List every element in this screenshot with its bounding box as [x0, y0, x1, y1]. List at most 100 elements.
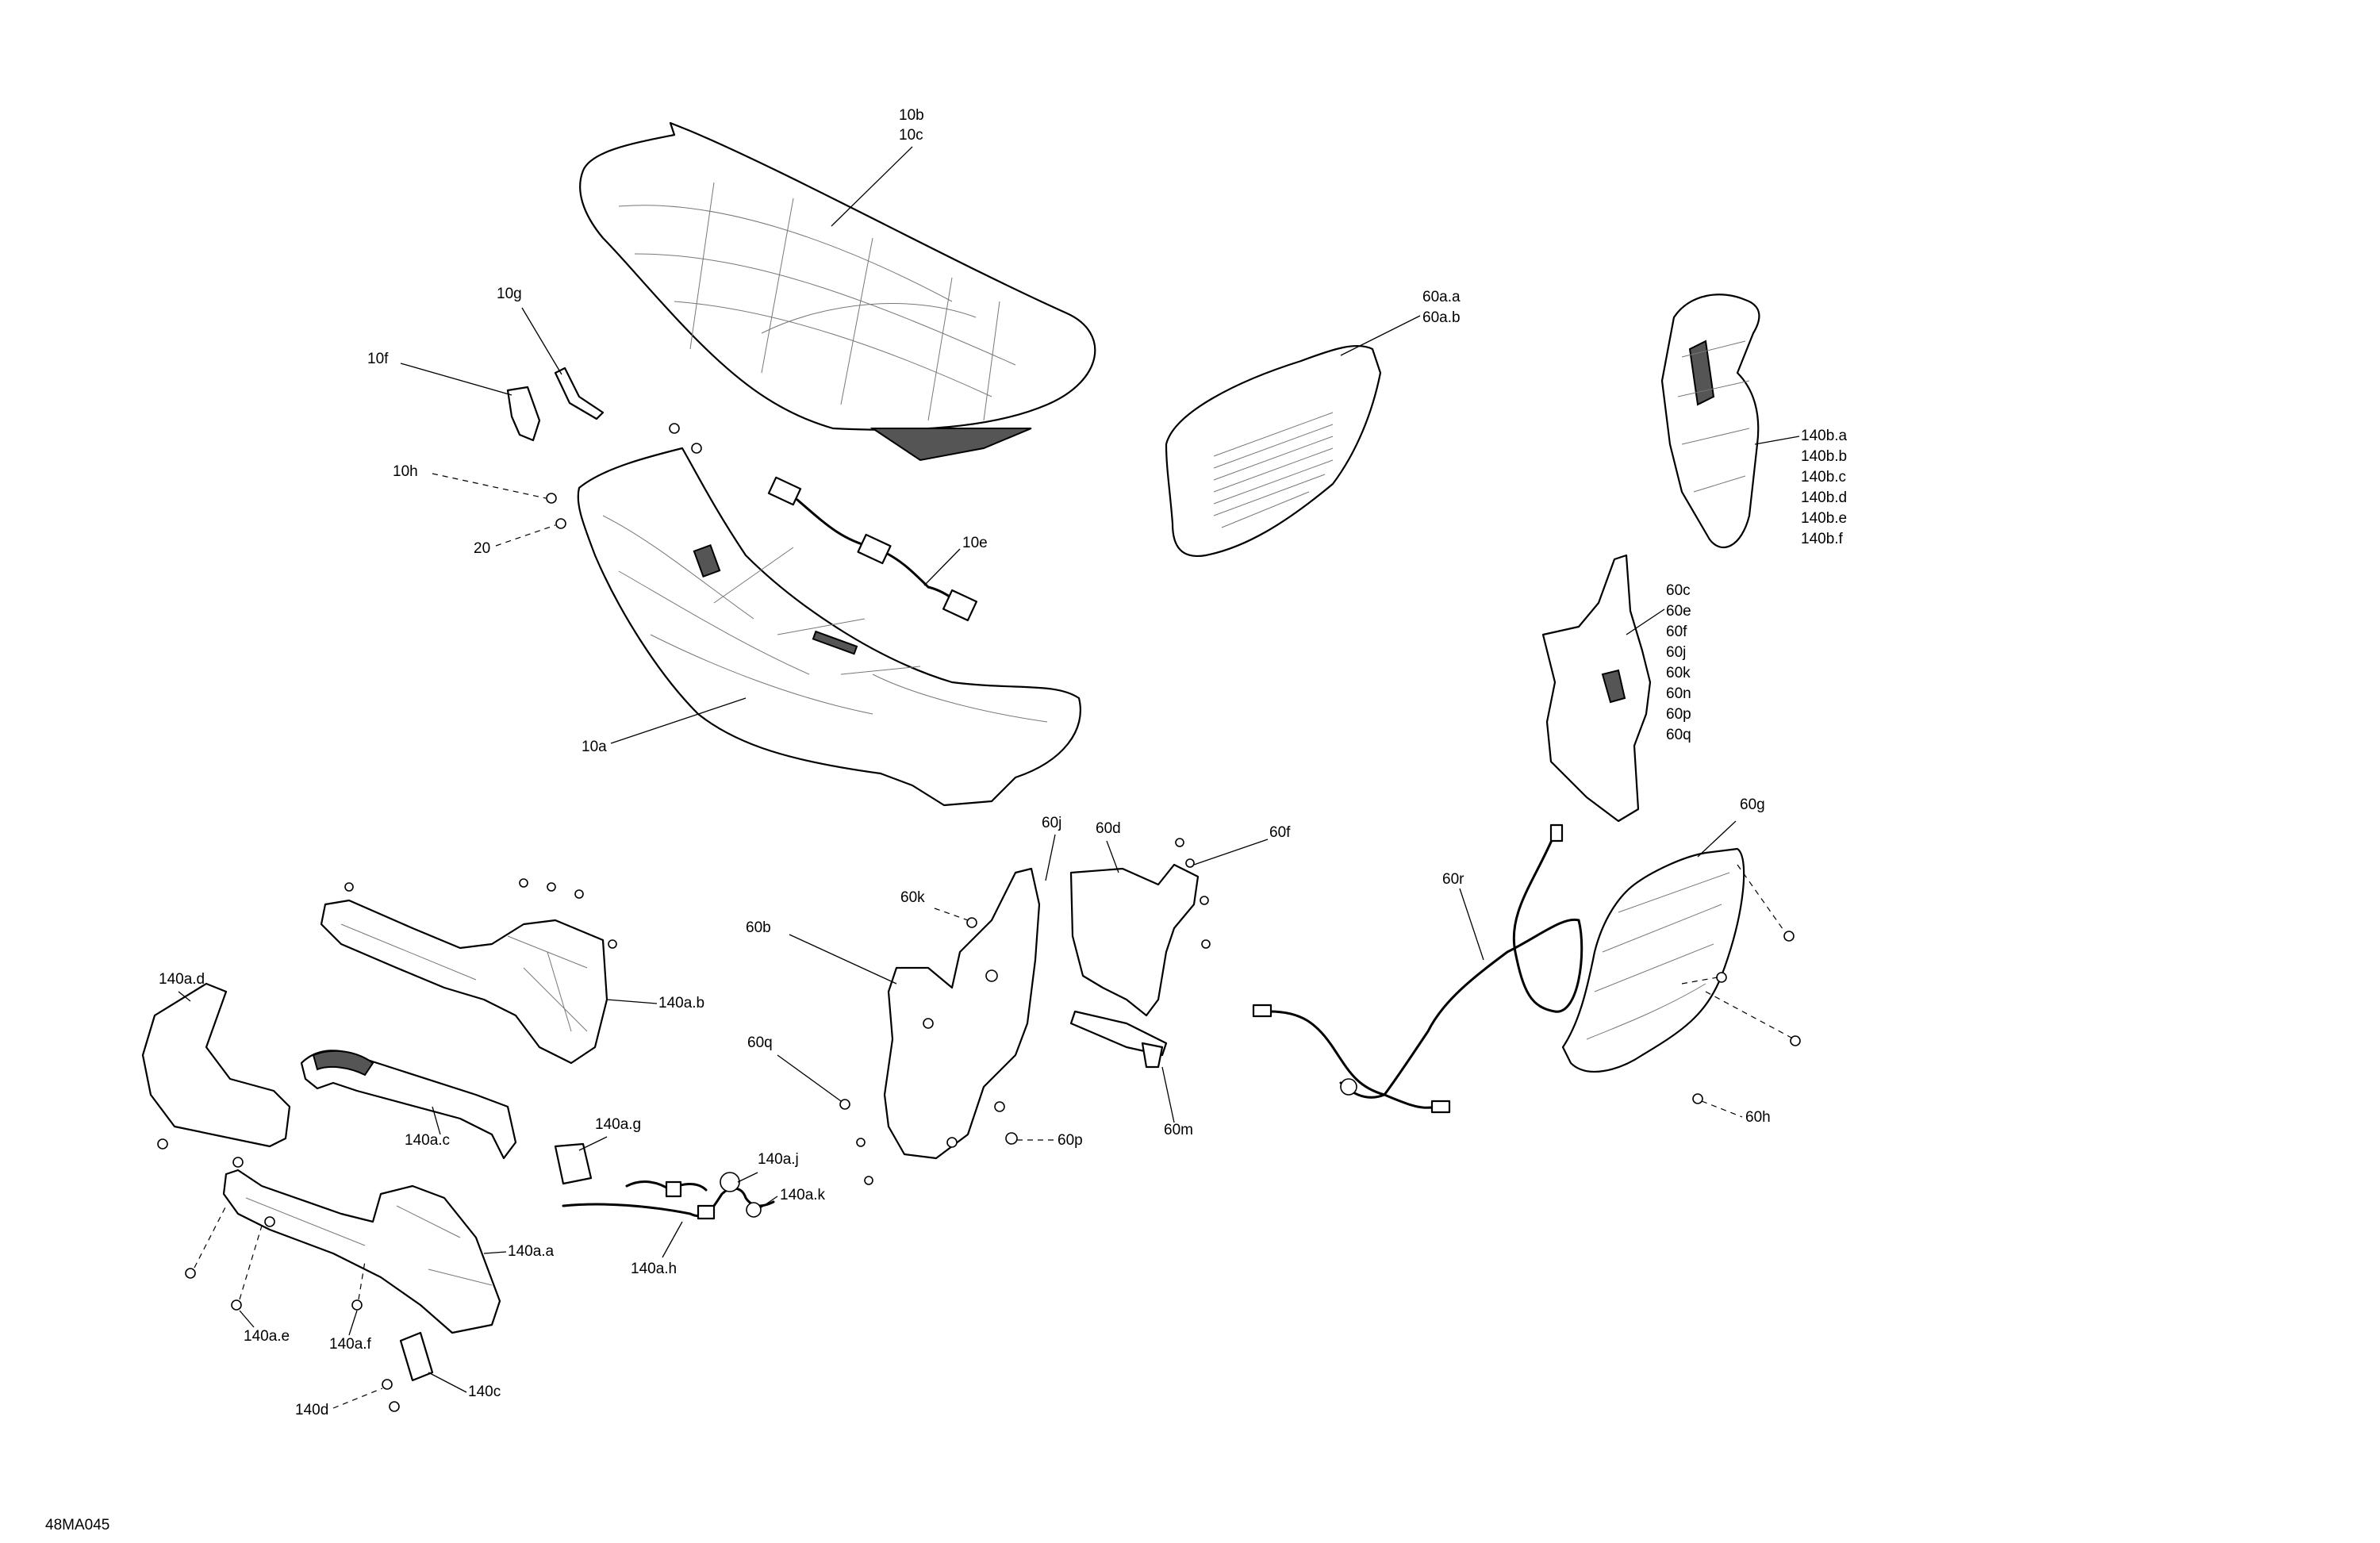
- support-60b: [883, 867, 1041, 1160]
- callout-bracket-60m: 60m: [1161, 1066, 1193, 1138]
- callout-label: 10a: [582, 739, 607, 755]
- callout-label: 60d: [1096, 820, 1121, 837]
- callout-label: 140b.e: [1801, 510, 1847, 527]
- callout-connector-140aj: 140a.j: [737, 1151, 799, 1183]
- end-cap-140ad: [141, 982, 291, 1168]
- callout-screw-60f: 60f: [1193, 824, 1291, 866]
- callout-label: 60j: [1666, 644, 1686, 661]
- bracket-10f: [506, 386, 541, 442]
- screw-60q: [839, 1099, 873, 1185]
- callout-label: 10c: [899, 127, 923, 144]
- rail-140ab: [320, 878, 617, 1065]
- callout-label: 60p: [1058, 1132, 1083, 1149]
- callout-mirror-bracket-group: 60c 60e 60f 60j 60k 60n 60p 60q: [1626, 582, 1691, 743]
- callout-label: 60g: [1740, 796, 1765, 813]
- callout-panel-140aa: 140a.a: [483, 1243, 555, 1260]
- callout-label: 60c: [1666, 582, 1691, 599]
- callout-label: 140d: [295, 1402, 328, 1418]
- callout-label: 60r: [1442, 871, 1464, 888]
- callout-label: 140c: [468, 1384, 501, 1400]
- callout-label: 20: [474, 540, 490, 557]
- screw-140ae: [185, 1205, 263, 1311]
- callout-label: 60h: [1745, 1109, 1771, 1126]
- callout-screw-60q: 60q: [747, 1034, 842, 1102]
- lower-cover: [1165, 344, 1382, 558]
- callout-label: 60n: [1666, 685, 1691, 702]
- callout-label: 60a.b: [1422, 309, 1461, 326]
- callout-label: 140b.d: [1801, 489, 1847, 506]
- screw-10h: [546, 493, 557, 504]
- bracket-60d: [1069, 863, 1200, 1017]
- callout-label: 140a.a: [508, 1243, 555, 1260]
- callout-label: 140a.d: [159, 971, 205, 988]
- callout-label: 60b: [746, 919, 771, 936]
- upper-side-panel: [1660, 294, 1760, 548]
- callout-end-cap-140ad: 140a.d: [159, 971, 205, 1002]
- callout-seat: 10b 10c: [831, 107, 924, 227]
- callout-screw-140d: 140d: [295, 1388, 383, 1418]
- screws-60g: [1681, 864, 1801, 1046]
- cable-60r: [1252, 823, 1583, 1114]
- nut-60p: [994, 1101, 1018, 1145]
- callout-bracket-10g: 10g: [497, 286, 562, 375]
- panel-140aa: [222, 1169, 501, 1334]
- callout-label: 140a.c: [405, 1132, 450, 1149]
- callout-rail-140ab: 140a.b: [606, 995, 704, 1011]
- callout-side-panel-60g: 60g: [1697, 796, 1765, 858]
- callout-harness-140ah: 140a.h: [631, 1221, 683, 1277]
- callout-label: 60m: [1164, 1122, 1193, 1138]
- seat-base: [577, 447, 1081, 807]
- callout-label: 60q: [747, 1034, 773, 1051]
- callout-label: 60f: [1269, 824, 1291, 841]
- callout-label: 10b: [899, 107, 924, 124]
- plate-140c: [399, 1331, 434, 1382]
- callout-switch-140ag: 140a.g: [578, 1116, 641, 1151]
- callout-screw-60k: 60k: [900, 889, 969, 921]
- callout-label: 10e: [962, 535, 988, 551]
- switch-140ag: [554, 1142, 593, 1185]
- screw-60k: [966, 917, 977, 928]
- screw-140af: [351, 1261, 366, 1311]
- callout-label: 140b.f: [1801, 531, 1844, 547]
- nut-20: [555, 518, 566, 529]
- callout-label: 10f: [367, 351, 389, 367]
- callout-label: 10h: [393, 463, 418, 480]
- callout-bracket-10f: 10f: [367, 351, 512, 396]
- callout-label: 60k: [1666, 665, 1691, 681]
- callout-label: 60f: [1666, 624, 1687, 640]
- callout-screw-60h: 60h: [1701, 1100, 1771, 1126]
- bracket-10g: [554, 367, 605, 420]
- callout-label: 140b.b: [1801, 448, 1847, 465]
- callout-label: 140a.k: [780, 1187, 826, 1203]
- harness-10e: [767, 476, 978, 622]
- handle-140ac: [300, 1050, 517, 1160]
- callout-label: 60p: [1666, 706, 1691, 723]
- callout-label: 140a.j: [758, 1151, 799, 1168]
- callout-screw-140af: 140a.f: [329, 1310, 372, 1353]
- screws-60d: [1175, 838, 1211, 949]
- harness-140ah: [562, 1172, 775, 1220]
- callout-screw-10h: 10h: [393, 463, 547, 499]
- callout-label: 140b.a: [1801, 428, 1848, 444]
- seat-cushion: [579, 121, 1096, 462]
- screw: [691, 443, 702, 454]
- callout-label: 140a.f: [329, 1336, 372, 1353]
- callout-harness-10e: 10e: [923, 535, 988, 586]
- callout-nut-20: 20: [474, 524, 556, 557]
- callout-handle-140ac: 140a.c: [405, 1106, 450, 1149]
- callout-upper-side-panel: 140b.a 140b.b 140b.c 140b.d 140b.e 140b.…: [1754, 428, 1848, 547]
- callout-plate-140c: 140c: [428, 1372, 501, 1400]
- callout-label: 60k: [900, 889, 925, 906]
- callout-bracket-60d: 60d: [1096, 820, 1121, 873]
- callout-label: 140a.g: [595, 1116, 641, 1133]
- callout-label: 140a.e: [244, 1328, 290, 1345]
- callout-nut-60p: 60p: [1017, 1132, 1083, 1149]
- callout-seat-base: 10a: [582, 697, 747, 755]
- callout-label: 140b.c: [1801, 469, 1846, 486]
- callout-screw-140ae: 140a.e: [239, 1310, 290, 1345]
- callout-label: 60j: [1042, 815, 1061, 831]
- callout-cable-60r: 60r: [1442, 871, 1484, 961]
- bracket-60m: [1069, 1010, 1168, 1069]
- diagram-code: 48MA045: [45, 1517, 109, 1533]
